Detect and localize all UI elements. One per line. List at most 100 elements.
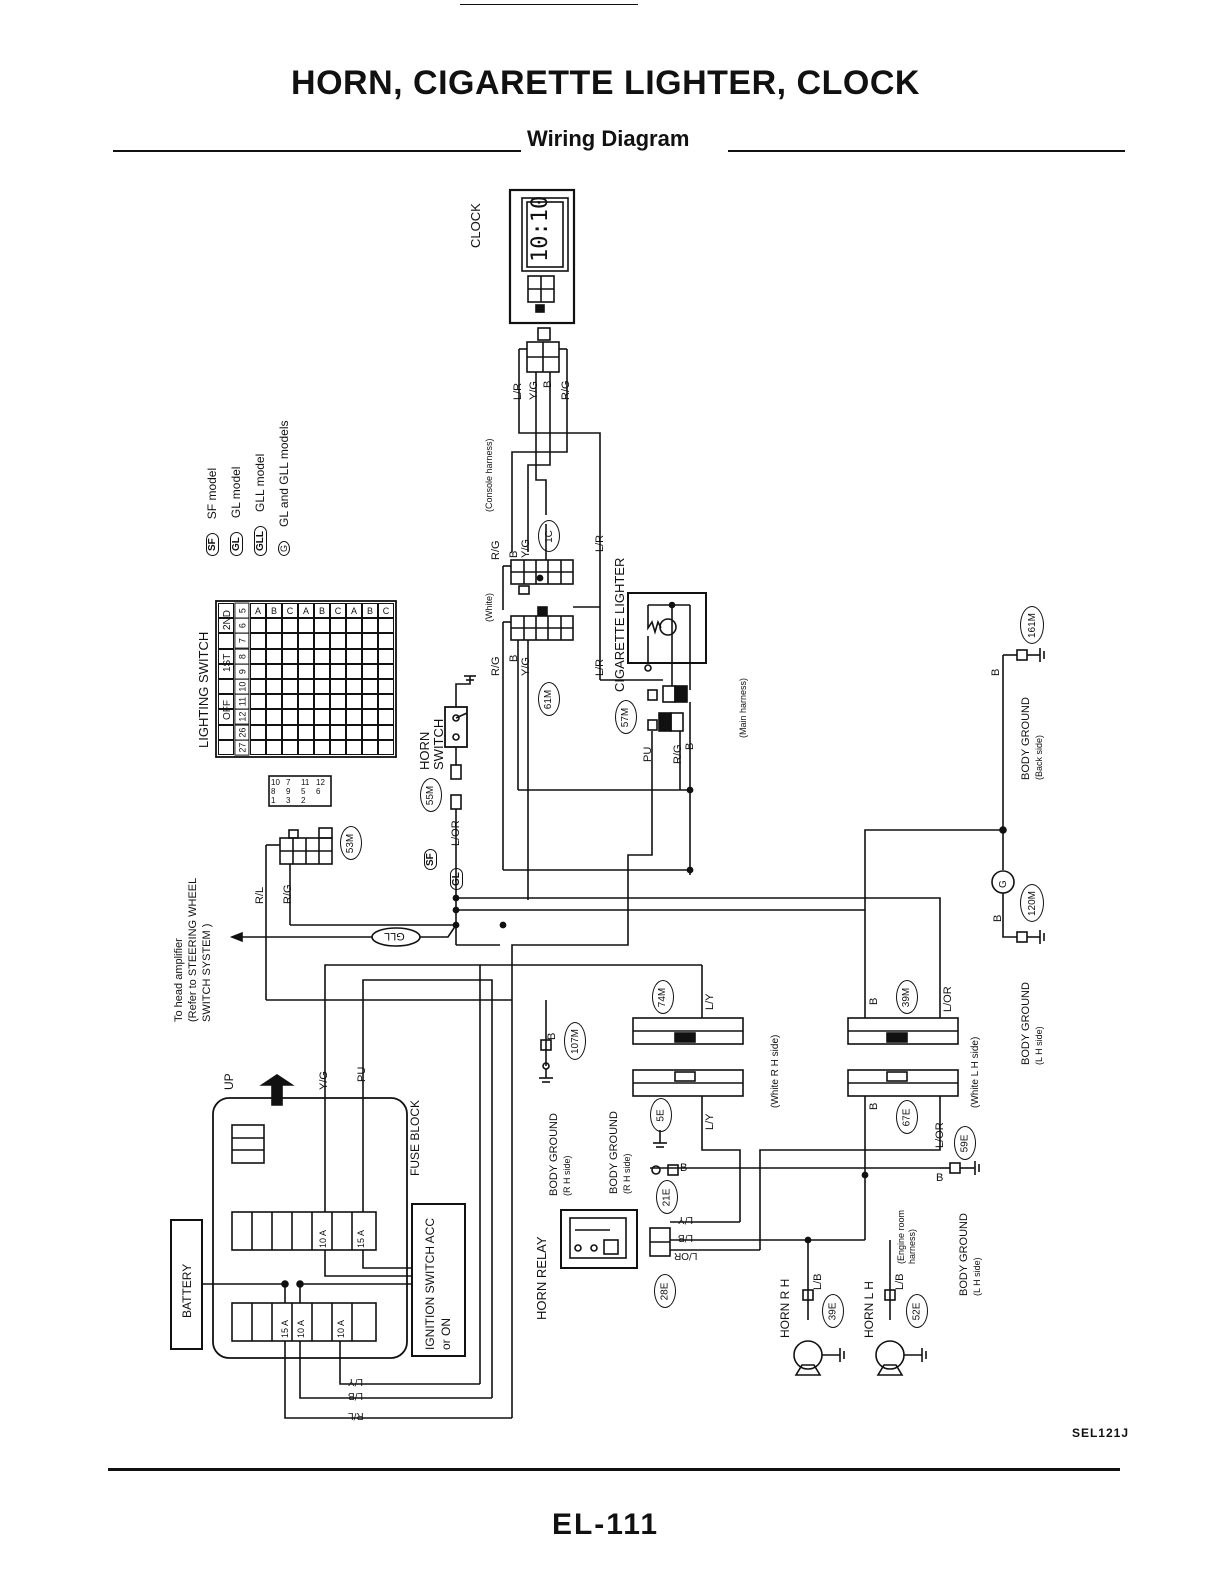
cigarette-lighter-box: [627, 592, 707, 664]
switch-table-cell: [378, 648, 394, 664]
switch-table-cell: [218, 633, 234, 649]
fuse-block-box: [212, 1097, 408, 1359]
switch-table-cell: [298, 663, 314, 679]
cigarette-lighter-label: CIGARETTE LIGHTER: [612, 557, 627, 692]
connector-67e-label: 67E: [896, 1100, 918, 1134]
switch-table-cell: [298, 739, 314, 755]
switch-table-cell: [298, 633, 314, 649]
horn-switch-label: HORN SWITCH: [417, 718, 446, 770]
switch-table-cell: [298, 724, 314, 740]
wire-b-120m: B: [992, 914, 1004, 922]
wire-ly-bottom: L/Y: [348, 1376, 364, 1387]
switch-table-cell: [346, 694, 362, 710]
connector-61m-label: 61M: [538, 682, 560, 716]
badge-sf: SF: [424, 849, 437, 870]
connector-1c-label: 1C: [538, 520, 560, 552]
switch-table-cell: 5: [234, 602, 250, 619]
up-label: UP: [222, 1073, 236, 1090]
switch-table-cell: [266, 694, 282, 710]
badge-gl: GL: [450, 868, 463, 890]
battery-label: BATTERY: [180, 1263, 194, 1318]
wire-g: G: [998, 880, 1009, 888]
wire-lr-console: L/R: [594, 534, 606, 552]
gll-loop-label: GLL: [384, 930, 405, 942]
legend-code-sf: SF: [205, 533, 219, 556]
wire-lb-rh: L/B: [812, 1273, 824, 1290]
legend-item: GLL GLL model: [248, 336, 272, 556]
steering-note: To head amplifier (Refer to STEERING WHE…: [172, 878, 214, 1022]
wire-rg-clock: R/G: [560, 380, 572, 400]
ignition-switch-box: [411, 1203, 466, 1357]
legend-label: GL and GLL models: [277, 420, 291, 527]
connector-74m-label: 74M: [652, 980, 674, 1014]
small-pin-label: 2: [301, 796, 306, 805]
steering-note-line: (Refer to STEERING WHEEL: [187, 877, 199, 1022]
switch-table-cell: [314, 648, 330, 664]
switch-table-cell: [314, 663, 330, 679]
switch-table-cell: [330, 618, 346, 634]
connector-55m-label: 55M: [420, 778, 442, 812]
clock-box: [508, 188, 576, 325]
wire-rl: R/L: [254, 886, 266, 904]
wire-yg-console: Y/G: [520, 539, 532, 558]
switch-table-cell: [314, 724, 330, 740]
switch-table-cell: [218, 709, 234, 725]
legend-item: GL GL model: [224, 336, 248, 556]
switch-table-cell: 12: [234, 708, 250, 725]
wire-lor-39m: L/OR: [942, 986, 954, 1012]
legend-code-g: G: [278, 540, 290, 556]
wire-b-console: B: [508, 550, 520, 558]
clock-display-frame: [521, 197, 569, 272]
wire-yg-clock: Y/G: [528, 381, 540, 400]
ground-label-lh2: BODY GROUND (L H side): [958, 1213, 984, 1296]
switch-table-cell: [346, 618, 362, 634]
switch-table-cell: [314, 678, 330, 695]
switch-table-cell: [330, 633, 346, 649]
switch-table-cell: [250, 663, 266, 679]
switch-table-cell: [218, 694, 234, 710]
small-pin-label: 7: [286, 778, 291, 787]
switch-table-cell: [298, 694, 314, 710]
switch-table-cell: [282, 678, 298, 695]
wire-rg-white: R/G: [490, 656, 502, 676]
engine-room-note: (Engine room harness): [896, 1209, 917, 1264]
ignition-switch-label: IGNITION SWITCH ACC or ON: [423, 1218, 453, 1350]
wire-rg-lighter: R/G: [672, 744, 684, 764]
switch-table-cell: [362, 618, 378, 634]
small-pin-label: 8: [271, 787, 276, 796]
legend-code-gl: GL: [229, 532, 243, 556]
switch-table-cell: [266, 724, 282, 740]
small-pin-label: 11: [301, 778, 310, 787]
ground-label-text: BODY GROUND: [1020, 982, 1032, 1065]
switch-table-cell: C: [330, 603, 346, 619]
switch-table-cell: [378, 709, 394, 725]
white-rh-note: (White R H side): [770, 1034, 781, 1108]
wire-yg-fuse: Y/G: [318, 1071, 330, 1090]
wire-b-white: B: [508, 654, 520, 662]
wire-lb-lh: L/B: [894, 1273, 906, 1290]
legend: SF SF model GL GL model GLL GLL model G …: [200, 336, 296, 556]
switch-table-cell: [282, 739, 298, 755]
switch-table-cell: [346, 678, 362, 695]
legend-label: GL model: [229, 466, 243, 519]
switch-table-cell: [330, 694, 346, 710]
small-pin-label: 5: [301, 787, 306, 796]
small-pin-label: 3: [286, 796, 291, 805]
switch-table-cell: [282, 694, 298, 710]
connector-52e-label: 52E: [906, 1294, 928, 1328]
legend-item: G GL and GLL models: [272, 336, 296, 556]
switch-table-cell: B: [314, 603, 330, 619]
wire-lb-bottom: L/B: [348, 1390, 364, 1401]
clock-pin-marker: [537, 327, 551, 341]
fuse-10a-lower: 10 A: [296, 1319, 306, 1338]
switch-table-cell: [378, 724, 394, 740]
clock-display-inner: [526, 201, 564, 268]
connector-57m-label: 57M: [615, 700, 637, 734]
wire-lr-white: L/R: [594, 658, 606, 676]
connector-39m-label: 39M: [896, 980, 918, 1014]
wire-ly-74m: L/Y: [704, 993, 716, 1010]
switch-table-cell: [250, 724, 266, 740]
